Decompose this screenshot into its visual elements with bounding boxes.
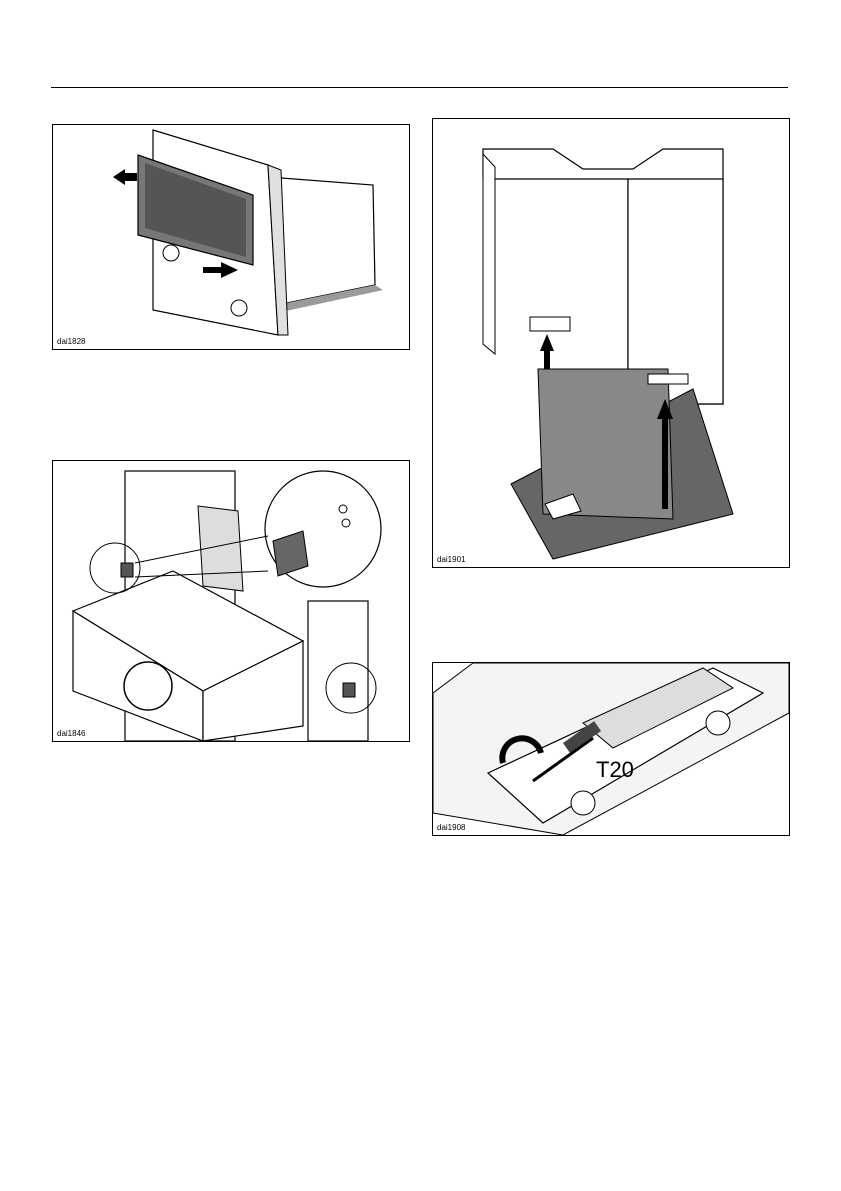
- illustration-filter-removal: [53, 125, 409, 349]
- figure-id: dai1846: [57, 729, 85, 738]
- arrow-left-icon: [113, 169, 137, 185]
- tool-label: T20: [596, 757, 634, 782]
- illustration-screw: T20: [433, 663, 789, 835]
- illustration-brackets: [53, 461, 409, 741]
- illustration-cabinet: [433, 119, 789, 567]
- header-rule: [51, 87, 788, 88]
- figure-filter-removal: dai1828: [52, 124, 410, 350]
- figure-id: dai1828: [57, 337, 85, 346]
- figure-cabinet-installation: dai1901: [432, 118, 790, 568]
- figure-mounting-brackets: dai1846: [52, 460, 410, 742]
- figure-id: dai1908: [437, 823, 465, 832]
- arrow-up-icon: [540, 334, 554, 369]
- figure-t20-screw: T20 dai1908: [432, 662, 790, 836]
- figure-id: dai1901: [437, 555, 465, 564]
